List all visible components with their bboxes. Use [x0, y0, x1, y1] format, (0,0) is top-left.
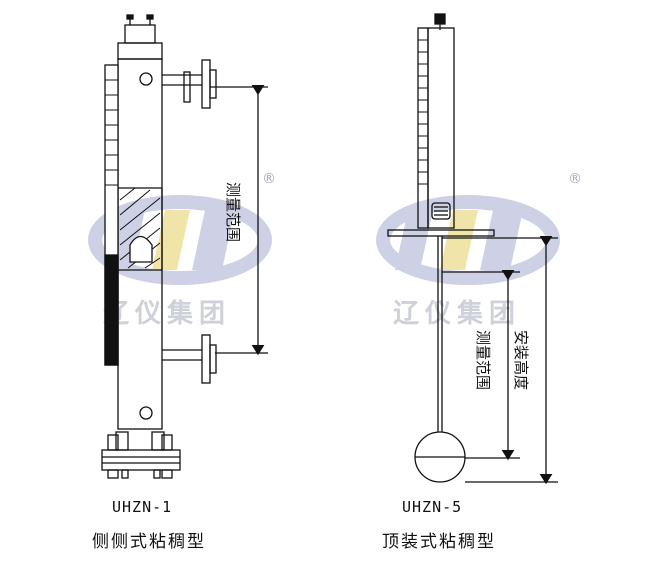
right-scale-ticks [418, 39, 428, 185]
left-model-label: UHZN-1 [112, 498, 172, 516]
watermark-right-text: 辽仪集团 [393, 298, 521, 329]
watermark-left: 辽仪集团 ® [88, 171, 276, 329]
left-scale-ticks [105, 79, 118, 186]
left-name-label: 侧侧式粘稠型 [92, 532, 206, 552]
watermark-left-text: 辽仪集团 [103, 298, 231, 329]
watermark-left-reg: ® [262, 171, 276, 187]
left-instrument [101, 14, 268, 479]
right-height-label: 安装高度 [512, 330, 530, 390]
right-model-label: UHZN-5 [402, 498, 462, 516]
right-name-label: 顶装式粘稠型 [382, 532, 496, 552]
left-range-label: 测量范围 [224, 182, 242, 242]
watermark-right: 辽仪集团 ® [376, 171, 582, 329]
right-range-label: 测量范围 [474, 330, 492, 390]
watermark-right-reg: ® [568, 171, 582, 187]
right-instrument [387, 13, 558, 485]
